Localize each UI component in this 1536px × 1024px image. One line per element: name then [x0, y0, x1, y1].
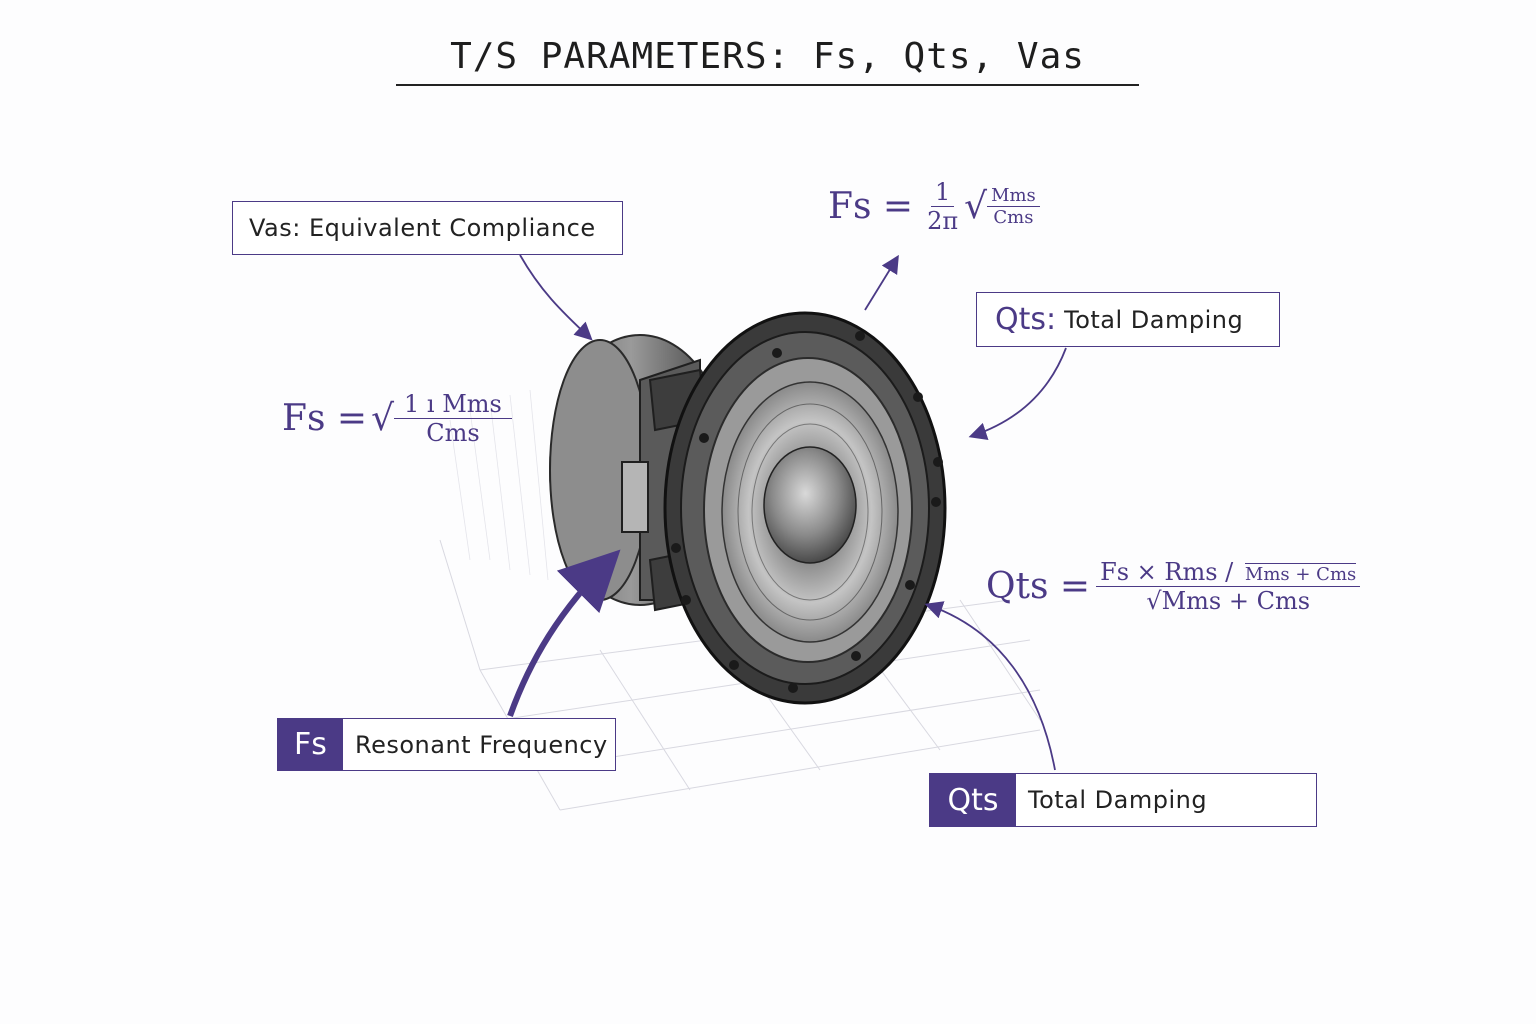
vas-label-text: Vas: Equivalent Compliance — [249, 214, 596, 242]
formula-fs-left-lhs: Fs = — [282, 398, 368, 439]
formula-fs-left-root-num: 1 ı Mms — [394, 390, 512, 419]
formula-qts-right-num: Fs × Rms / Mms + Cms — [1096, 558, 1361, 587]
qts-top-text: Total Damping — [1064, 305, 1244, 334]
qts-top-label: Qts: Total Damping — [976, 292, 1280, 347]
formula-qts-right: Qts = Fs × Rms / Mms + Cms √Mms + Cms — [986, 558, 1361, 615]
formula-fs-left-root-den: Cms — [426, 419, 480, 447]
formula-fs-top-lhs: Fs = — [828, 186, 914, 227]
formula-fs-top-frac-den: 2π — [927, 207, 959, 235]
sqrt-symbol: √ — [964, 186, 988, 227]
qts-tag-label: Qts Total Damping — [929, 773, 1317, 827]
formula-fs-top-fraction: 1 2π — [923, 178, 962, 235]
formula-fs-top-frac-num: 1 — [930, 178, 955, 207]
formula-fs-top-root-den: Cms — [993, 207, 1034, 228]
arrow-qts-tag — [924, 601, 1056, 771]
rim-bolts — [671, 331, 943, 693]
formula-qts-right-den: √Mms + Cms — [1146, 587, 1311, 615]
formula-fs-top-root: Mms Cms — [987, 185, 1040, 228]
arrow-qts-top — [968, 347, 1067, 440]
driver-front — [663, 311, 947, 705]
formula-qts-right-num-root: Mms + Cms — [1244, 563, 1357, 585]
fs-tag-text: Resonant Frequency — [355, 730, 608, 759]
qts-top-symbol: Qts: — [995, 302, 1057, 337]
page-title: T/S PARAMETERS: Fs, Qts, Vas — [396, 34, 1139, 86]
arrow-vas — [519, 254, 593, 341]
floor-hatching — [449, 389, 549, 581]
sqrt-symbol: √ — [371, 398, 395, 439]
fs-tag-symbol: Fs — [278, 719, 343, 770]
vas-label: Vas: Equivalent Compliance — [232, 201, 623, 255]
formula-qts-right-lhs: Qts = — [986, 566, 1091, 607]
formula-qts-right-fraction: Fs × Rms / Mms + Cms √Mms + Cms — [1096, 558, 1361, 615]
formula-qts-right-num-text: Fs × Rms / — [1100, 558, 1234, 586]
formula-fs-left-root: 1 ı Mms Cms — [394, 390, 512, 447]
formula-fs-top-root-num: Mms — [987, 185, 1040, 207]
arrow-fs-top — [864, 254, 899, 311]
fs-tag-label: Fs Resonant Frequency — [277, 718, 616, 771]
qts-tag-text: Total Damping — [1028, 786, 1208, 814]
formula-fs-left: Fs = √ 1 ı Mms Cms — [282, 390, 512, 447]
callout-arrows — [507, 254, 1067, 771]
formula-fs-top: Fs = 1 2π √ Mms Cms — [828, 178, 1040, 235]
arrow-fs-tag — [507, 549, 621, 718]
qts-tag-symbol: Qts — [930, 774, 1016, 826]
